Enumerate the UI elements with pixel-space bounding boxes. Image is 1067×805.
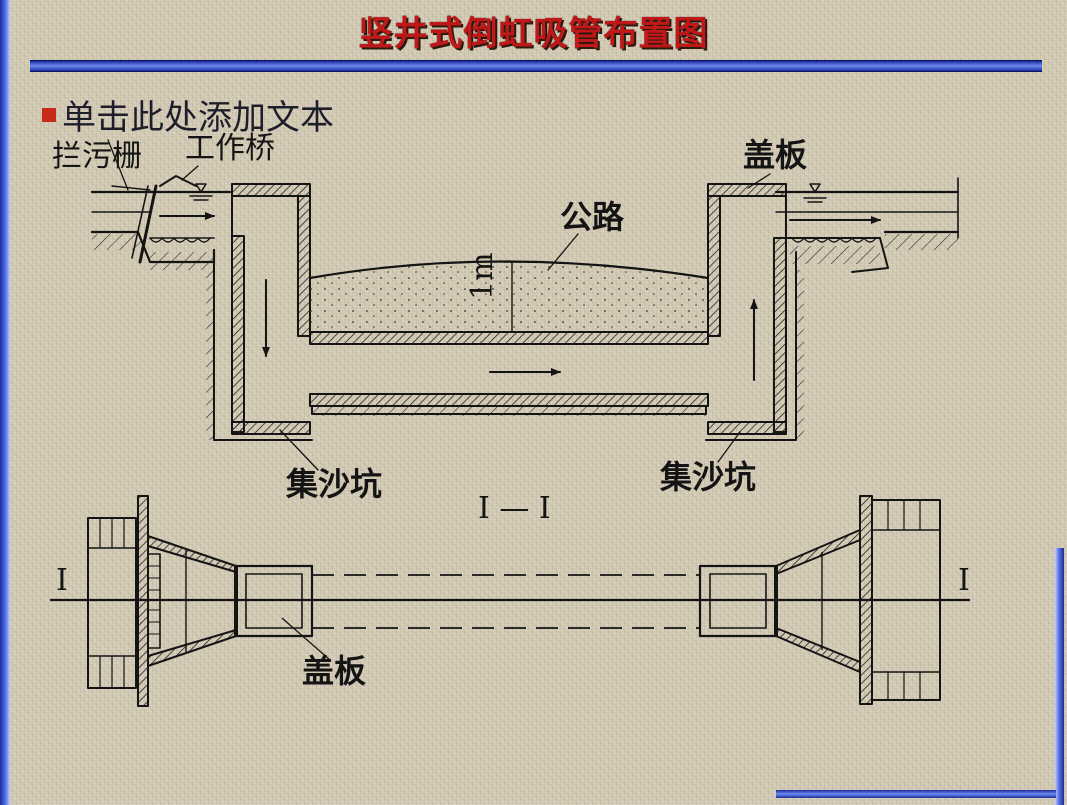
label-cut-right: I <box>958 563 970 598</box>
road-embankment <box>308 233 710 333</box>
sand-pit-right-leader <box>717 431 741 463</box>
label-depth: 1m <box>465 252 500 300</box>
left-channel <box>90 139 232 270</box>
plan-outlet-right <box>698 495 941 705</box>
left-shaft <box>206 183 313 441</box>
label-sand-pit-right: 集沙坑 <box>659 458 756 496</box>
right-shaft <box>705 183 804 441</box>
label-trash-rack: 拦污栅 <box>52 139 142 174</box>
plan-pipe <box>312 574 700 629</box>
label-cover-right: 盖板 <box>743 136 807 174</box>
text-placeholder[interactable]: 单击此处添加文本 <box>42 90 334 139</box>
plan-view <box>50 495 970 707</box>
plan-inlet-left <box>87 495 314 707</box>
slide-title[interactable]: 竖井式倒虹吸管布置图 <box>358 14 709 54</box>
sand-pit-left-leader <box>279 429 319 471</box>
right-frame-bar <box>1055 548 1064 805</box>
placeholder-text[interactable]: 单击此处添加文本 <box>62 98 334 138</box>
cover-leader <box>747 173 771 189</box>
siphon-pipe <box>309 331 709 416</box>
label-sand-pit-left: 集沙坑 <box>285 465 382 503</box>
section-mark: I — I <box>478 491 551 526</box>
label-cut-left: I <box>56 563 68 598</box>
right-channel <box>774 177 960 273</box>
left-frame-bar <box>0 0 10 805</box>
label-plan-cover: 盖板 <box>302 652 366 690</box>
bottom-accent-bar <box>776 790 1056 798</box>
label-road: 公路 <box>560 198 625 236</box>
title-underline-bar <box>30 60 1042 72</box>
bullet-square-icon <box>42 107 56 122</box>
label-work-bridge: 工作桥 <box>185 131 275 166</box>
plan-cover-leader <box>281 617 331 661</box>
section-view <box>90 139 960 471</box>
